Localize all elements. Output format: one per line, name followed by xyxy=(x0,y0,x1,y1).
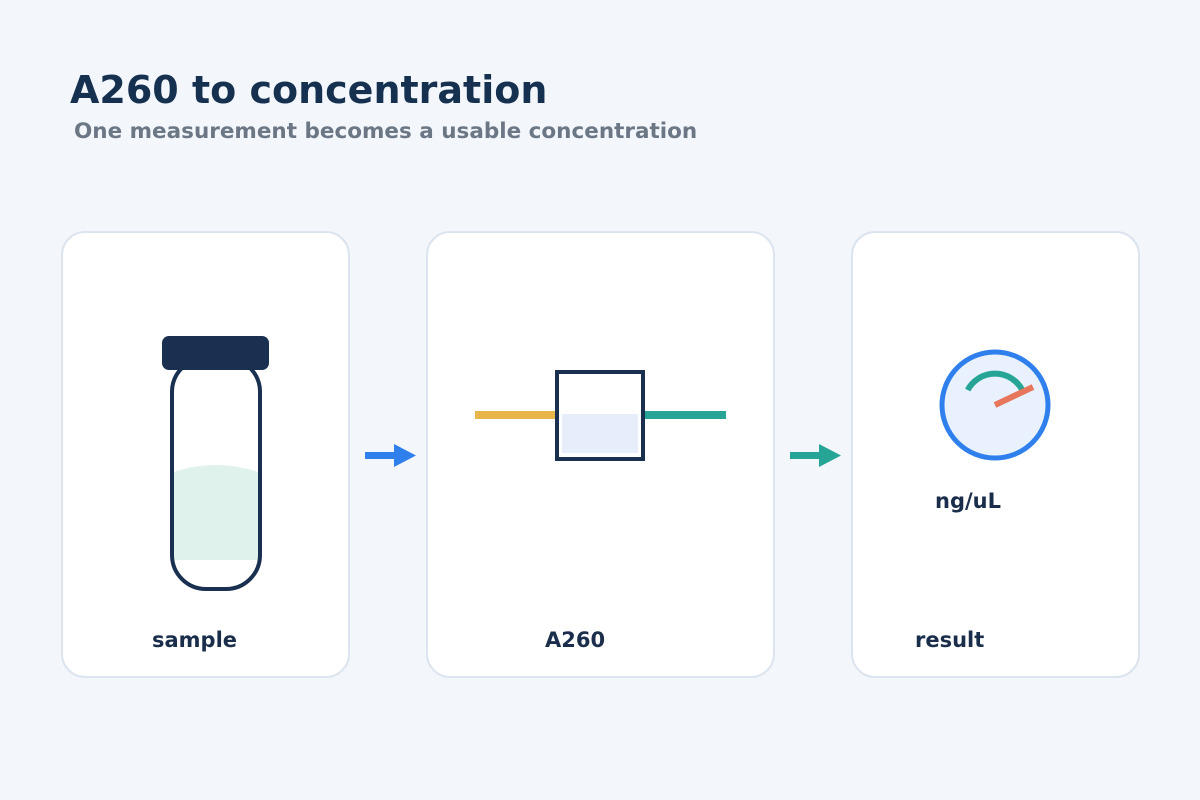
sample-card xyxy=(61,231,350,678)
unit-label: ng/uL xyxy=(935,489,1001,513)
page-title: A260 to concentration xyxy=(70,68,548,112)
result-label: result xyxy=(915,628,985,652)
sample-label: sample xyxy=(152,628,238,652)
a260-label: A260 xyxy=(545,628,606,652)
a260-card xyxy=(426,231,775,678)
arrow-icon-blue xyxy=(365,444,416,467)
arrow-icon-teal xyxy=(790,444,841,467)
result-card xyxy=(851,231,1140,678)
page-subtitle: One measurement becomes a usable concent… xyxy=(74,119,698,144)
